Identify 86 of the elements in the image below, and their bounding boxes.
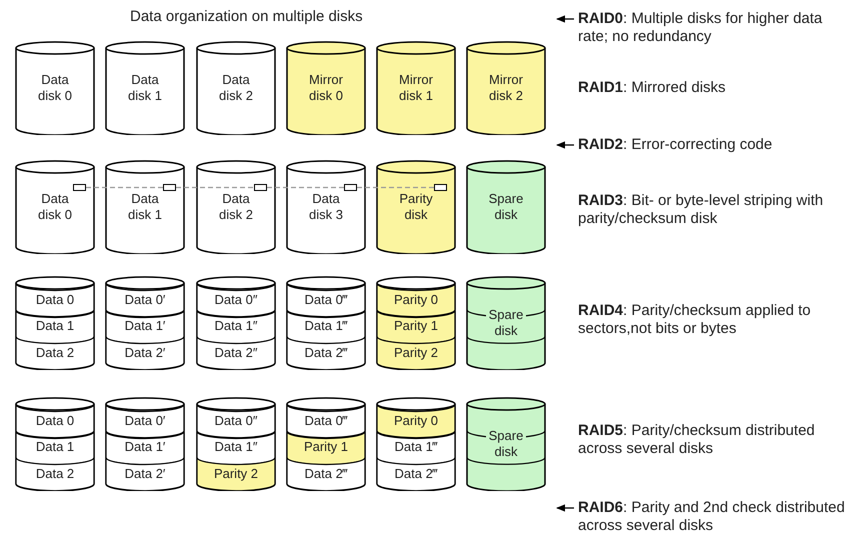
- raid-description: RAID5: Parity/checksum distributed across several disks: [578, 422, 816, 458]
- connector-line: [267, 186, 344, 188]
- stripe-label: Data 2″: [214, 345, 258, 362]
- stripe-label: Data 2: [34, 466, 76, 482]
- stripe-band: [376, 404, 456, 438]
- stripe-label: Data 2: [34, 345, 76, 362]
- diagram-title: Data organization on multiple disks: [130, 8, 363, 25]
- stripe-label: Data 1: [34, 318, 76, 334]
- disk-label: Data disk 2: [218, 72, 254, 104]
- stripe-band: [196, 404, 276, 438]
- stripe-label: Parity 2: [212, 466, 260, 482]
- sector-marker: [434, 184, 447, 191]
- stripe-band: [286, 336, 366, 370]
- stripe-band: [105, 430, 185, 464]
- stripe-band: [196, 457, 276, 491]
- stripe-band: [376, 336, 456, 370]
- stripe-band: [105, 404, 185, 438]
- stripe-label: Data 2‴: [304, 345, 348, 362]
- stripe-band: [105, 336, 185, 370]
- stripe-band: [105, 310, 185, 344]
- disk-label: Data disk 1: [127, 191, 163, 223]
- stripe-label: Data 1′: [124, 439, 166, 456]
- disk-label: Parity disk: [398, 191, 434, 223]
- raid-description: RAID0: Multiple disks for higher data rate; no redundancy: [578, 10, 853, 46]
- stripe-label: Data 2′: [124, 466, 166, 482]
- stripe-label: Data 0‴: [304, 412, 348, 429]
- stripe-label: Parity 0: [392, 292, 440, 308]
- disk-label: Data disk 2: [218, 191, 254, 223]
- disk-label: Data disk 1: [127, 72, 163, 104]
- stripe-band: [15, 404, 95, 438]
- stripe-label: Parity 1: [392, 318, 440, 334]
- stripe-label: Parity 0: [392, 412, 440, 429]
- stripe-band: [15, 457, 95, 491]
- stripe-band: [105, 457, 185, 491]
- stripe-band: [15, 310, 95, 344]
- stripe-band: [15, 283, 95, 317]
- stripe-label: Data 1′: [124, 318, 166, 334]
- sector-marker: [73, 184, 86, 191]
- stripe-label: Data 2′: [124, 345, 166, 362]
- raid-description: RAID1: Mirrored disks: [578, 79, 727, 97]
- stripe-band: [286, 457, 366, 491]
- stripe-band: [286, 283, 366, 317]
- connector-line: [357, 186, 434, 188]
- stripe-label: Data 1″: [214, 439, 258, 456]
- stripe-band: [376, 283, 456, 317]
- stripe-label: Data 0: [34, 412, 76, 429]
- arrow: [556, 141, 574, 149]
- disk-label: Mirror disk 0: [308, 72, 344, 104]
- disk-label: Spare disk: [488, 191, 524, 223]
- stripe-label: Data 1‴: [394, 439, 438, 456]
- stripe-label: Data 2‴: [394, 466, 438, 482]
- raid-description: RAID4: Parity/checksum applied to sectors,not bits or bytes: [578, 302, 812, 338]
- stripe-label: Data 0‴: [304, 292, 348, 308]
- raid-description: RAID6: Parity and 2nd check distributed across several disks: [578, 499, 853, 535]
- disk-label: Data disk 3: [308, 191, 344, 223]
- stripe-label: Data 0: [34, 292, 76, 308]
- sector-marker: [254, 184, 267, 191]
- sector-marker: [163, 184, 176, 191]
- stripe-label: Data 1‴: [304, 318, 348, 334]
- stripe-label: Data 0′: [124, 292, 166, 308]
- stripe-band: [376, 457, 456, 491]
- arrow: [556, 15, 574, 23]
- stripe-band: [196, 283, 276, 317]
- disk-label: Mirror disk 1: [398, 72, 434, 104]
- stripe-band: [286, 404, 366, 438]
- stripe-label: Data 0″: [214, 412, 258, 429]
- stripe-label: Data 2‴: [304, 466, 348, 482]
- raid-description: RAID2: Error-correcting code: [578, 136, 853, 154]
- stripe-label: Data 0′: [124, 412, 166, 429]
- stripe-label: Parity 2: [392, 345, 440, 362]
- stripe-band: [15, 336, 95, 370]
- connector-line: [176, 186, 254, 188]
- stripe-band: [105, 283, 185, 317]
- stripe-label: Data 0″: [214, 292, 258, 308]
- stripe-band: [15, 430, 95, 464]
- stripe-label: Data 1″: [214, 318, 258, 334]
- stripe-label: Data 1: [34, 439, 76, 456]
- stripe-band: [196, 336, 276, 370]
- connector-line: [86, 186, 163, 188]
- disk-label: Data disk 0: [37, 72, 73, 104]
- stripe-label: Parity 1: [302, 439, 350, 456]
- arrow: [556, 504, 574, 512]
- disk-label: Mirror disk 2: [488, 72, 524, 104]
- sector-marker: [344, 184, 357, 191]
- raid-description: RAID3: Bit- or byte-level striping with parity/checksum disk: [578, 192, 824, 228]
- disk-label: Data disk 0: [37, 191, 73, 223]
